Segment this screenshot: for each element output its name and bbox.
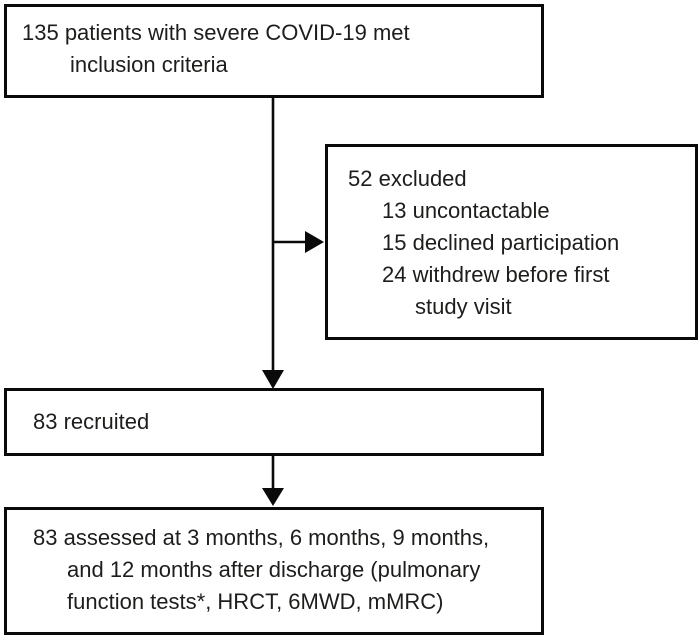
flow-text-line: function tests*, HRCT, 6MWD, mMRC) bbox=[67, 589, 444, 614]
flow-text-line: and 12 months after discharge (pulmonary bbox=[67, 557, 481, 582]
arrow-inclusion-to-recruited bbox=[262, 97, 284, 389]
flow-text-line: 83 assessed at 3 months, 6 months, 9 mon… bbox=[33, 525, 490, 550]
box-assessed: 83 assessed at 3 months, 6 months, 9 mon… bbox=[4, 507, 544, 635]
flow-text-line: 52 excluded bbox=[348, 166, 467, 191]
flow-text-line: inclusion criteria bbox=[70, 52, 228, 77]
flow-text-line: 135 patients with severe COVID-19 met bbox=[22, 20, 410, 45]
flow-text-line: 13 uncontactable bbox=[382, 198, 550, 223]
arrow-recruited-to-assessed bbox=[262, 456, 284, 506]
box-inclusion: 135 patients with severe COVID-19 met in… bbox=[4, 4, 544, 98]
box-recruited: 83 recruited bbox=[4, 388, 544, 456]
flow-text-line: 24 withdrew before first bbox=[382, 262, 610, 287]
arrow-branch-to-excluded bbox=[273, 231, 324, 253]
flow-text-line: 83 recruited bbox=[33, 409, 150, 434]
flow-text-line: study visit bbox=[415, 294, 512, 319]
box-excluded: 52 excluded 13 uncontactable 15 declined… bbox=[325, 144, 698, 340]
flow-text-line: 15 declined participation bbox=[382, 230, 620, 255]
